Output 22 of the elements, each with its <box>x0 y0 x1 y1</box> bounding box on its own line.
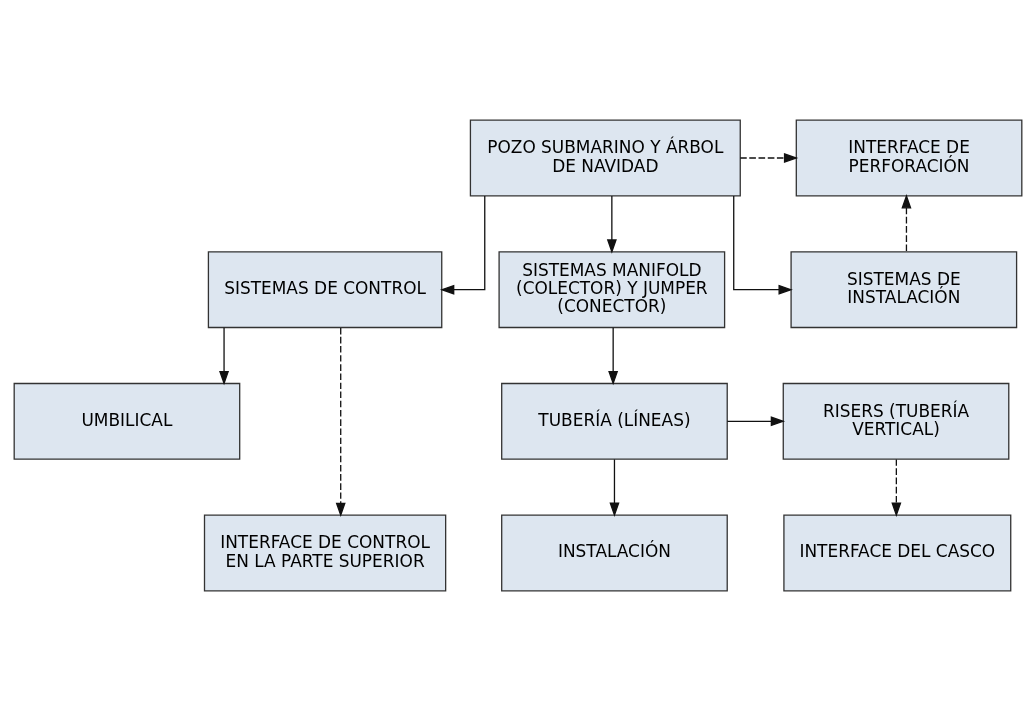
arrow <box>901 193 912 252</box>
node-box: SISTEMAS MANIFOLD (COLECTOR) Y JUMPER (CONECTOR) <box>498 250 726 328</box>
arrow <box>609 458 620 517</box>
arrow <box>891 458 902 517</box>
node-box: INTERFACE DE CONTROL EN LA PARTE SUPERIOR <box>203 514 447 591</box>
arrow <box>606 194 617 254</box>
node-box: POZO SUBMARINO Y ÁRBOL DE NAVIDAD <box>469 119 741 196</box>
node-box: TUBERÍA (LÍNEAS) <box>501 382 728 460</box>
arrow <box>739 152 799 163</box>
node-box: SISTEMAS DE INSTALACIÓN <box>790 250 1018 328</box>
arrow <box>608 326 619 385</box>
node-box: RISERS (TUBERÍA VERTICAL) <box>782 382 1010 460</box>
arrow <box>219 326 230 385</box>
arrow <box>440 194 486 295</box>
arrow <box>733 194 793 295</box>
arrow <box>726 415 786 426</box>
node-box: INTERFACE DE PERFORACIÓN <box>795 119 1023 196</box>
node-box: UMBILICAL <box>13 382 241 460</box>
node-box: INSTALACIÓN <box>501 514 728 591</box>
arrow <box>335 326 346 517</box>
node-box: SISTEMAS DE CONTROL <box>207 250 443 328</box>
node-box: INTERFACE DEL CASCO <box>783 514 1012 591</box>
